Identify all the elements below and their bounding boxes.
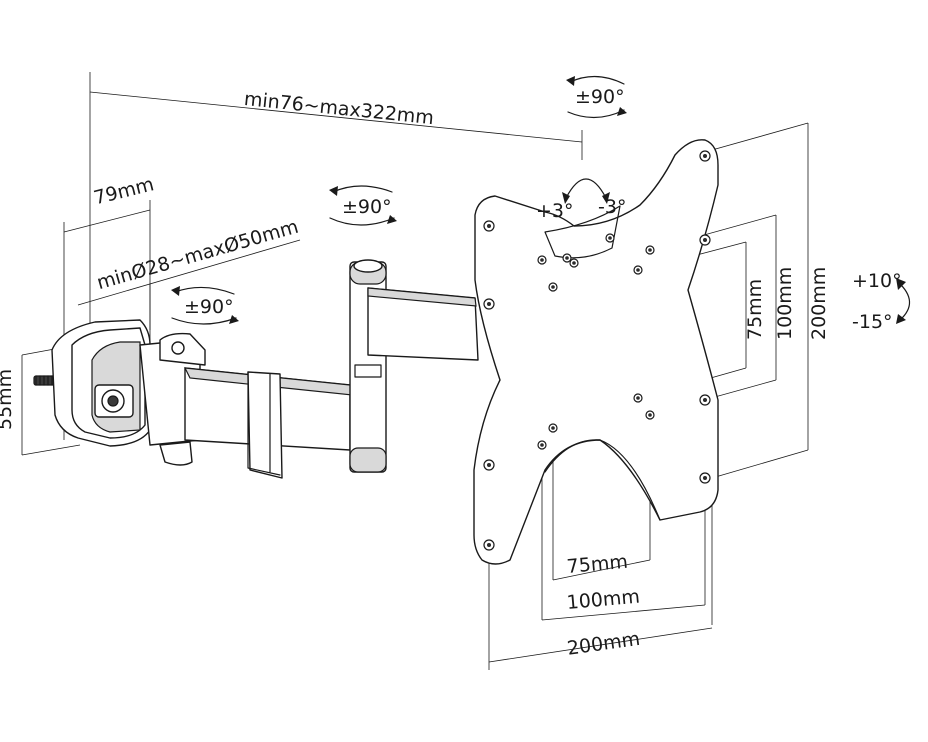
vesa-vertical-75-label: 75mm (744, 278, 766, 340)
plate-hole (562, 253, 572, 263)
plate-hole (548, 423, 558, 433)
vesa-vertical-200-label: 200mm (808, 266, 830, 340)
plate-hole (645, 245, 655, 255)
tilt-down-label: -15° (852, 311, 893, 333)
vesa-vertical-100-label: 100mm (774, 266, 796, 340)
plate-hole (633, 393, 643, 403)
plate-hole (483, 298, 495, 310)
pole-clamp (33, 319, 206, 466)
plate-hole (537, 440, 547, 450)
plate-hole (633, 265, 643, 275)
plate-hole (483, 459, 495, 471)
swivel-top-label: ±90° (575, 86, 625, 108)
rotate-positive-label: +3° (536, 200, 574, 222)
vesa-plate (473, 139, 719, 565)
plate-hole (483, 539, 495, 551)
vesa-horizontal-75-label: 75mm (565, 550, 629, 578)
plate-hole (645, 410, 655, 420)
plate-hole (537, 255, 547, 265)
vesa-holes (483, 150, 711, 551)
plate-hole (483, 220, 495, 232)
plate-hole (699, 472, 711, 484)
plate-hole (605, 233, 615, 243)
swivel-low-label: ±90° (184, 296, 234, 318)
tilt-up-label: +10° (852, 270, 902, 292)
plate-hole (569, 258, 579, 268)
swing-arms (183, 259, 479, 479)
plate-hole (548, 282, 558, 292)
clamp-height-label: 55mm (0, 368, 16, 430)
swivel-mid-label: ±90° (342, 196, 392, 218)
plate-hole (699, 394, 711, 406)
plate-hole (699, 150, 711, 162)
plate-hole (699, 234, 711, 246)
rotate-negative-label: -3° (598, 196, 627, 218)
rotation-arrows (171, 75, 911, 325)
